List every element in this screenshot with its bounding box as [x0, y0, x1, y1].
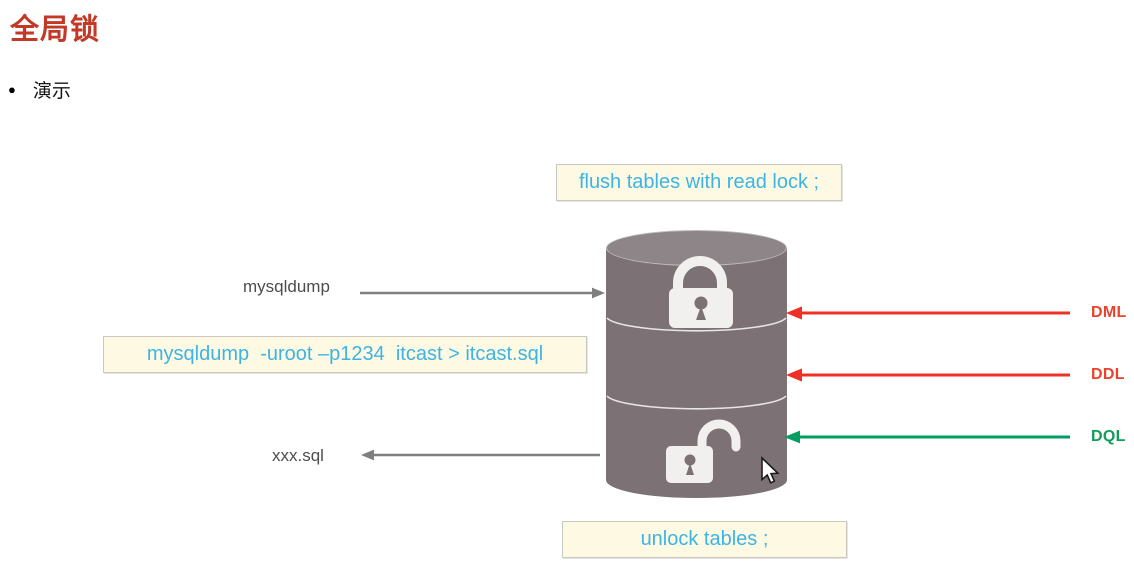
page-title: 全局锁 — [10, 14, 101, 46]
flush-tables-command-text: flush tables with read lock ; — [578, 171, 820, 193]
dql-label: DQL — [1091, 428, 1126, 445]
mysqldump-arrow — [360, 287, 605, 299]
bullet-label: 演示 — [32, 81, 71, 102]
flush-tables-command-box: flush tables with read lock ; — [556, 164, 842, 201]
dql-arrow — [784, 430, 1070, 444]
dml-label: DML — [1091, 304, 1127, 321]
ddl-label: DDL — [1091, 366, 1125, 383]
bullet-icon: ● — [8, 82, 16, 97]
database-cylinder-top — [606, 230, 787, 266]
unlock-tables-command-text: unlock tables ; — [640, 528, 769, 550]
unlock-tables-command-box: unlock tables ; — [562, 521, 847, 558]
dml-arrow — [786, 306, 1070, 320]
ddl-arrow — [786, 368, 1070, 382]
mysqldump-command-text: mysqldump -uroot –p1234 itcast > itcast.… — [146, 343, 544, 365]
database-cylinder-body — [606, 248, 787, 498]
mysqldump-command-box: mysqldump -uroot –p1234 itcast > itcast.… — [103, 336, 587, 373]
mysqldump-label: mysqldump — [243, 277, 330, 296]
bullet-item-demo: ● 演示 — [8, 76, 71, 103]
output-file-label: xxx.sql — [272, 446, 324, 465]
output-file-arrow — [361, 449, 600, 461]
